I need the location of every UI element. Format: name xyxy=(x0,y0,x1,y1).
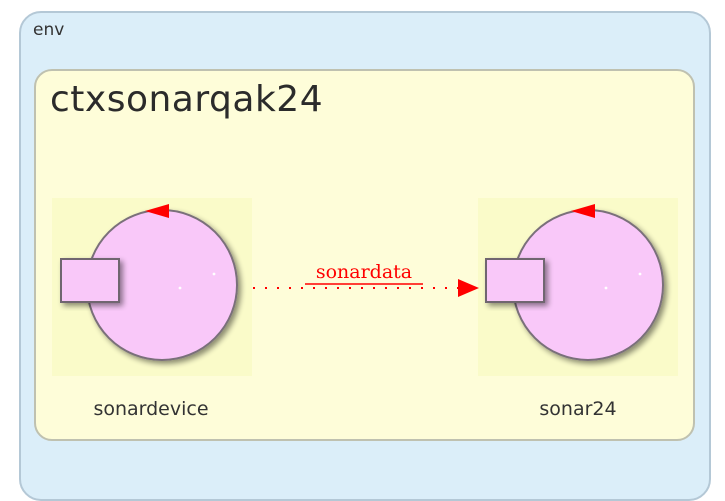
actor-label-sonardevice: sonardevice xyxy=(93,398,209,420)
actor-sonardevice-port[interactable] xyxy=(60,258,120,303)
actor-dot xyxy=(638,272,642,276)
actor-sonar24-port[interactable] xyxy=(485,258,545,303)
actor-sonardevice-marker-icon xyxy=(145,204,169,218)
actor-sonar24-marker-icon xyxy=(571,204,595,218)
connection-arrow-icon xyxy=(458,279,479,297)
actor-dot xyxy=(604,286,608,290)
actor-label-sonar24: sonar24 xyxy=(539,398,617,420)
connection-sonardata[interactable]: sonardata xyxy=(253,261,479,297)
context-label: ctxsonarqak24 xyxy=(50,79,324,120)
env-label: env xyxy=(33,20,65,40)
actor-dot xyxy=(178,286,182,290)
actor-sonar24[interactable] xyxy=(485,204,664,361)
diagram-canvas: sonardata xyxy=(60,204,664,361)
actor-dot xyxy=(212,272,216,276)
connection-label[interactable]: sonardata xyxy=(316,261,412,283)
actor-sonardevice[interactable] xyxy=(60,204,238,361)
